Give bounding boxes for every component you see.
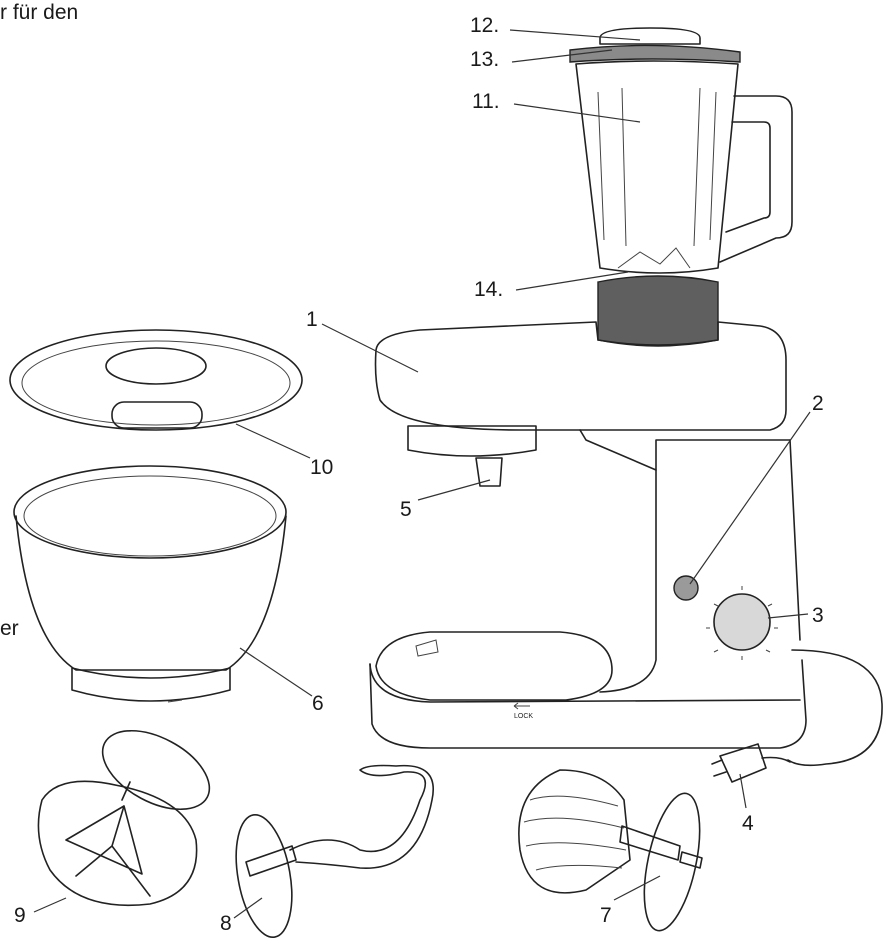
speed-knob — [713, 593, 771, 651]
lock-marking: LOCK — [514, 713, 533, 720]
mixing-bowl — [13, 465, 287, 703]
base-plate — [369, 659, 807, 749]
head-joint — [579, 429, 791, 471]
hook-guard — [235, 813, 293, 939]
label-11: 11. — [472, 90, 500, 113]
beater-spokes — [65, 805, 151, 897]
label-6: 6 — [312, 692, 324, 715]
plug-pins — [711, 759, 727, 777]
bowl-foot — [71, 667, 231, 702]
callout-labels: 12. 13. 11. 14. 1 2 3 4 5 6 7 8 9 10 — [14, 14, 824, 935]
leader-lines — [33, 29, 811, 919]
mixer-body: LOCK — [369, 321, 883, 767]
lid-rim — [21, 340, 291, 426]
leader-4 — [739, 773, 747, 809]
jar-ribs — [597, 87, 717, 247]
dough-hook — [235, 764, 434, 939]
hook-collar — [245, 845, 297, 877]
mixer-head — [374, 321, 787, 431]
beater-shaft — [121, 781, 131, 801]
leader-2 — [689, 411, 811, 585]
balloon-whisk — [518, 769, 703, 932]
blade — [617, 247, 691, 269]
jar-handle-outer — [719, 95, 793, 263]
pulse-button — [673, 575, 699, 601]
label-12: 12. — [470, 14, 499, 37]
jar-body — [575, 60, 739, 274]
plug-body — [719, 743, 767, 783]
whisk-shaft — [619, 825, 681, 861]
label-10: 10 — [310, 456, 333, 479]
label-2: 2 — [812, 392, 824, 415]
label-4: 4 — [742, 812, 754, 835]
jar-lid — [569, 44, 741, 63]
bowl-rim — [13, 465, 287, 559]
leader-11 — [513, 103, 641, 123]
leader-6 — [239, 647, 313, 697]
base-top-edge — [369, 663, 801, 703]
bowl-foot-tab — [167, 699, 183, 703]
whisk-guard — [643, 792, 701, 932]
power-cord — [787, 649, 883, 767]
leader-14 — [515, 271, 629, 291]
leader-9 — [33, 897, 67, 913]
attachment-hub — [407, 425, 537, 457]
hook-arm — [289, 764, 434, 869]
label-3: 3 — [812, 604, 824, 627]
jar-handle-inner — [725, 121, 771, 233]
label-14: 14. — [474, 278, 503, 301]
beater-guard — [101, 729, 211, 811]
cut-text-top-left: r für den — [0, 1, 79, 24]
measuring-cap — [599, 27, 701, 45]
leader-12 — [509, 29, 641, 41]
cut-text-mid-left: er — [0, 617, 19, 640]
beater-frame — [37, 780, 198, 907]
lid-chute — [111, 401, 203, 429]
drive-shaft — [475, 457, 503, 487]
lid-opening — [105, 347, 207, 385]
label-13: 13. — [470, 48, 499, 71]
leader-5 — [417, 479, 491, 501]
column — [599, 439, 801, 693]
label-7: 7 — [600, 904, 612, 927]
bowl-lock-tab — [415, 639, 439, 657]
leader-3 — [767, 613, 809, 619]
whisk-wires — [523, 795, 627, 871]
bowl-lid — [9, 329, 303, 431]
jar-base — [597, 275, 719, 347]
speed-ticks — [706, 586, 778, 660]
power-plug — [711, 743, 791, 783]
leader-8 — [233, 897, 263, 919]
bowl-seat — [375, 631, 613, 701]
whisk-coupler — [679, 851, 703, 869]
plug-strain-relief — [761, 756, 791, 763]
lock-arrow-icon — [513, 702, 530, 710]
leader-1 — [321, 323, 419, 373]
label-8: 8 — [220, 912, 232, 935]
bowl-wall — [15, 515, 287, 671]
blender-jar — [569, 27, 793, 347]
label-5: 5 — [400, 498, 412, 521]
leader-13 — [511, 49, 613, 63]
label-1: 1 — [306, 308, 318, 331]
label-9: 9 — [14, 904, 26, 927]
flat-beater — [37, 729, 211, 907]
whisk-cage — [518, 769, 631, 894]
leader-10 — [235, 423, 311, 459]
bowl-inner-rim — [23, 475, 277, 557]
leader-7 — [613, 875, 661, 901]
lid-outer — [9, 329, 303, 431]
